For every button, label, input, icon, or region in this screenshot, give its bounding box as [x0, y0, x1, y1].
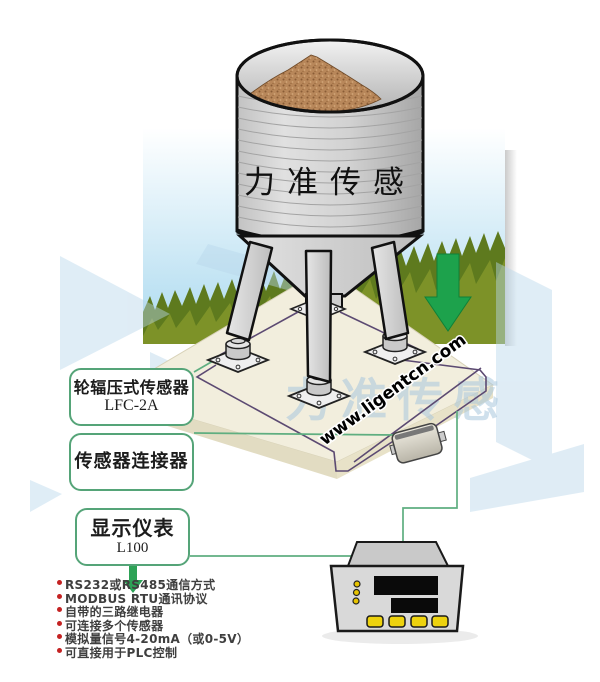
bullet-dot [57, 647, 62, 653]
connector-label-title: 传感器连接器 [74, 450, 189, 472]
cable-front [195, 364, 399, 472]
spec-item: 可连接多个传感器 [57, 617, 307, 633]
bullet-dot [57, 593, 62, 599]
display-label-model: L100 [116, 540, 149, 557]
wire-connector-label [193, 432, 397, 436]
device-button [388, 615, 406, 628]
silo-leg-right [370, 240, 410, 341]
load-cell-left [205, 337, 271, 373]
sensor-label-model: LFC-2A [104, 397, 159, 415]
load-cell-right [362, 329, 428, 365]
junction-box [389, 422, 447, 464]
device-button [366, 615, 384, 628]
device-button [410, 615, 428, 628]
display-label-title: 显示仪表 [90, 516, 175, 541]
down-arrow-icon [424, 253, 472, 332]
device-screen-lower [391, 598, 438, 613]
silo-ring-lines [237, 95, 423, 228]
label-box-sensor: 轮辐压式传感器 LFC-2A [69, 368, 194, 426]
silo-brand-text: 力准传感 [244, 165, 416, 200]
cable-edge-parallel [353, 367, 482, 463]
label-box-connector: 传感器连接器 [69, 433, 194, 491]
silo-leg-front [304, 249, 333, 384]
device-back-housing [346, 541, 450, 567]
small-down-arrow-icon [123, 566, 143, 593]
spec-item: RS232或RS485通信方式 [57, 576, 307, 592]
wiring-lines [190, 360, 458, 557]
sensor-label-title: 轮辐压式传感器 [73, 378, 190, 397]
spec-item: 模拟量信号4-20mA（或0-5V） [57, 630, 307, 646]
device-led-lights [352, 580, 361, 605]
spec-list: RS232或RS485通信方式 MODBUS RTU通讯协议 自带的三路继电器 … [57, 576, 307, 660]
wire-junction-to-display [402, 411, 458, 541]
spec-item: 自带的三路继电器 [57, 603, 307, 619]
bullet-dot [57, 620, 62, 626]
silo-legs [225, 240, 410, 384]
label-box-display: 显示仪表 L100 [75, 508, 190, 566]
silo-illustration: 力准传感 [235, 38, 425, 308]
device-screen-upper [374, 576, 438, 595]
device-buttons [366, 615, 449, 628]
bullet-dot [57, 607, 62, 613]
spec-item: MODBUS RTU通讯协议 [57, 590, 307, 606]
bullet-dot [57, 634, 62, 640]
wire-sensor-label [193, 360, 214, 373]
device-button [431, 615, 449, 628]
spec-item: 可直接用于PLC控制 [57, 644, 307, 660]
bullet-dot [57, 580, 62, 585]
silo-leg-left [225, 240, 274, 342]
display-device [322, 541, 478, 644]
grain-pile [245, 54, 382, 111]
